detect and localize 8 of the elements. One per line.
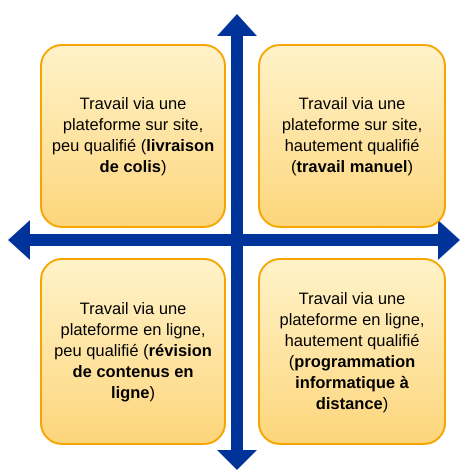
quadrant-text: Travail via une plateforme en ligne, peu qualifié (révision de contenus en ligne) xyxy=(53,299,213,404)
quadrant-box xyxy=(258,44,446,228)
quadrant-box xyxy=(258,258,446,445)
quadrant-text: Travail via une plateforme sur site, hautement qualifié (travail manuel) xyxy=(280,94,424,178)
quadrant-text: Travail via une plateforme en ligne, hautement qualifié (programmation informatique à distance) xyxy=(278,288,426,414)
quadrant-box xyxy=(40,44,226,228)
quadrant-text: Travail via une plateforme sur site, peu qualifié (livraison de colis) xyxy=(50,94,216,178)
quadrant-box xyxy=(40,258,226,445)
